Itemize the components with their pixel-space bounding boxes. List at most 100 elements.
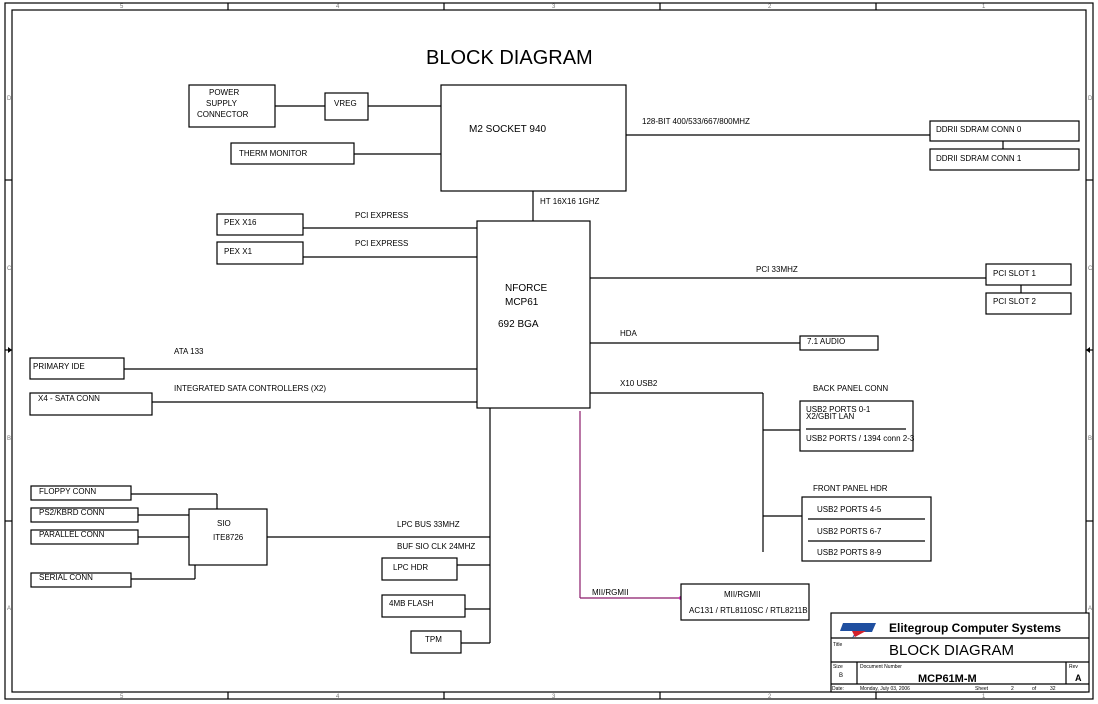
svg-text:LPC HDR: LPC HDR bbox=[393, 563, 428, 572]
svg-text:MII/RGMII: MII/RGMII bbox=[724, 590, 760, 599]
zone-row-label: B bbox=[1088, 436, 1092, 442]
svg-text:DDRII SDRAM CONN 0: DDRII SDRAM CONN 0 bbox=[936, 125, 1022, 134]
back-panel-block: USB2 PORTS 0-1 X2/GBIT LAN USB2 PORTS / … bbox=[799, 400, 915, 452]
front-panel-block: USB2 PORTS 4-5 USB2 PORTS 6-7 USB2 PORTS… bbox=[801, 496, 932, 562]
back-panel-heading: BACK PANEL CONN bbox=[813, 384, 888, 393]
sio-clock-label: BUF SIO CLK 24MHZ bbox=[397, 542, 475, 551]
svg-text:USB2 PORTS 0-1: USB2 PORTS 0-1 bbox=[806, 405, 871, 414]
svg-text:USB2 PORTS 6-7: USB2 PORTS 6-7 bbox=[817, 527, 882, 536]
svg-text:4MB FLASH: 4MB FLASH bbox=[389, 599, 434, 608]
dimm-1-block: DDRII SDRAM CONN 1 bbox=[929, 148, 1080, 171]
svg-text:CONNECTOR: CONNECTOR bbox=[197, 110, 249, 119]
sheet-number: 2 bbox=[1011, 686, 1014, 692]
zone-row-label: D bbox=[7, 96, 12, 102]
svg-text:FLOPPY CONN: FLOPPY CONN bbox=[39, 487, 96, 496]
therm-monitor-block: THERM MONITOR bbox=[230, 142, 355, 165]
of-label: of bbox=[1032, 686, 1037, 692]
center-marker-icon bbox=[1086, 347, 1090, 353]
document-number: MCP61M-M bbox=[918, 673, 977, 685]
svg-text:ITE8726: ITE8726 bbox=[213, 533, 244, 542]
zone-row-label: B bbox=[7, 436, 11, 442]
lan-phy-block: MII/RGMII AC131 / RTL8110SC / RTL8211B bbox=[680, 583, 810, 621]
svg-text:POWER: POWER bbox=[209, 88, 239, 97]
dimm-0-block: DDRII SDRAM CONN 0 bbox=[929, 120, 1080, 142]
pci-slot-2-block: PCI SLOT 2 bbox=[985, 292, 1072, 315]
primary-ide-block: PRIMARY IDE bbox=[29, 357, 125, 380]
serial-conn-block: SERIAL CONN bbox=[30, 572, 132, 588]
sata-conn-block: X4 - SATA CONN bbox=[29, 392, 153, 416]
svg-text:PS2/KBRD CONN: PS2/KBRD CONN bbox=[39, 508, 105, 517]
tpm-block: TPM bbox=[410, 630, 462, 654]
zone-col-label: 2 bbox=[768, 694, 772, 700]
company-name: Elitegroup Computer Systems bbox=[889, 621, 1061, 635]
svg-text:PCI SLOT 1: PCI SLOT 1 bbox=[993, 269, 1037, 278]
zone-col-label: 5 bbox=[120, 4, 124, 10]
zone-col-label: 5 bbox=[120, 694, 124, 700]
zone-col-label: 4 bbox=[336, 694, 340, 700]
lpc-hdr-block: LPC HDR bbox=[381, 557, 458, 581]
date-value: Monday, July 03, 2006 bbox=[860, 686, 910, 692]
size-value: B bbox=[839, 673, 843, 679]
svg-text:692 BGA: 692 BGA bbox=[498, 319, 539, 330]
drawing-frame: 5 4 3 2 1 5 4 3 2 1 D C B A D C B A bbox=[4, 2, 1094, 700]
zone-row-label: C bbox=[7, 266, 12, 272]
zone-row-label: D bbox=[1088, 96, 1093, 102]
zone-col-label: 3 bbox=[552, 694, 556, 700]
svg-text:PARALLEL CONN: PARALLEL CONN bbox=[39, 530, 105, 539]
svg-text:DDRII SDRAM CONN 1: DDRII SDRAM CONN 1 bbox=[936, 154, 1022, 163]
floppy-conn-block: FLOPPY CONN bbox=[30, 485, 132, 501]
svg-text:USB2 PORTS 4-5: USB2 PORTS 4-5 bbox=[817, 505, 882, 514]
pcie-bus-label: PCI EXPRESS bbox=[355, 239, 408, 248]
ecs-logo bbox=[840, 623, 876, 638]
title-field-label: Title bbox=[833, 642, 842, 648]
title-block: Elitegroup Computer Systems Title BLOCK … bbox=[830, 612, 1090, 693]
svg-text:USB2 PORTS 8-9: USB2 PORTS 8-9 bbox=[817, 548, 882, 557]
svg-text:NFORCE: NFORCE bbox=[505, 283, 548, 294]
sio-block: SIO ITE8726 bbox=[188, 508, 268, 566]
ht-link-label: HT 16X16 1GHZ bbox=[540, 197, 600, 206]
audio-block: 7.1 AUDIO bbox=[799, 335, 879, 351]
zone-row-label: A bbox=[7, 606, 11, 612]
hda-bus-label: HDA bbox=[620, 329, 638, 338]
zone-col-label: 4 bbox=[336, 4, 340, 10]
date-field-label: Date: bbox=[832, 686, 844, 692]
wires bbox=[124, 105, 1022, 644]
svg-text:X4 - SATA CONN: X4 - SATA CONN bbox=[38, 394, 100, 403]
svg-text:PRIMARY IDE: PRIMARY IDE bbox=[33, 362, 85, 371]
ps2-kbrd-conn-block: PS2/KBRD CONN bbox=[30, 507, 139, 523]
parallel-conn-block: PARALLEL CONN bbox=[30, 529, 139, 545]
svg-text:THERM MONITOR: THERM MONITOR bbox=[239, 149, 308, 158]
zone-col-label: 1 bbox=[982, 694, 986, 700]
diagram-title: BLOCK DIAGRAM bbox=[426, 47, 593, 69]
svg-text:TPM: TPM bbox=[425, 635, 442, 644]
pcie-bus-label: PCI EXPRESS bbox=[355, 211, 408, 220]
svg-text:VREG: VREG bbox=[334, 99, 357, 108]
vreg-block: VREG bbox=[324, 92, 369, 121]
svg-text:MCP61: MCP61 bbox=[505, 297, 539, 308]
svg-text:SIO: SIO bbox=[217, 519, 231, 528]
svg-text:PEX X1: PEX X1 bbox=[224, 247, 253, 256]
svg-text:PCI SLOT 2: PCI SLOT 2 bbox=[993, 297, 1037, 306]
sheet-title: BLOCK DIAGRAM bbox=[889, 642, 1014, 659]
pex-x1-block: PEX X1 bbox=[216, 241, 304, 265]
svg-text:SUPPLY: SUPPLY bbox=[206, 99, 238, 108]
mii-bus-label: MII/RGMII bbox=[592, 588, 628, 597]
svg-text:USB2 PORTS / 1394 conn 2-3: USB2 PORTS / 1394 conn 2-3 bbox=[806, 434, 915, 443]
zone-col-label: 3 bbox=[552, 4, 556, 10]
usb-bus-label: X10 USB2 bbox=[620, 379, 658, 388]
svg-text:M2 SOCKET 940: M2 SOCKET 940 bbox=[469, 124, 547, 135]
sheet-total: 32 bbox=[1050, 686, 1056, 692]
svg-text:SERIAL CONN: SERIAL CONN bbox=[39, 573, 93, 582]
memory-bus-label: 128-BIT 400/533/667/800MHZ bbox=[642, 117, 750, 126]
flash-block: 4MB FLASH bbox=[381, 594, 466, 618]
pci-slot-1-block: PCI SLOT 1 bbox=[985, 263, 1072, 286]
document-number-label: Document Number bbox=[860, 664, 902, 670]
size-field-label: Size bbox=[833, 664, 843, 670]
zone-col-label: 2 bbox=[768, 4, 772, 10]
svg-text:PEX X16: PEX X16 bbox=[224, 218, 257, 227]
svg-text:AC131 / RTL8110SC / RTL8211B: AC131 / RTL8110SC / RTL8211B bbox=[689, 606, 808, 615]
zone-col-label: 1 bbox=[982, 4, 986, 10]
zone-row-label: C bbox=[1088, 266, 1093, 272]
svg-text:X2/GBIT LAN: X2/GBIT LAN bbox=[806, 412, 855, 421]
